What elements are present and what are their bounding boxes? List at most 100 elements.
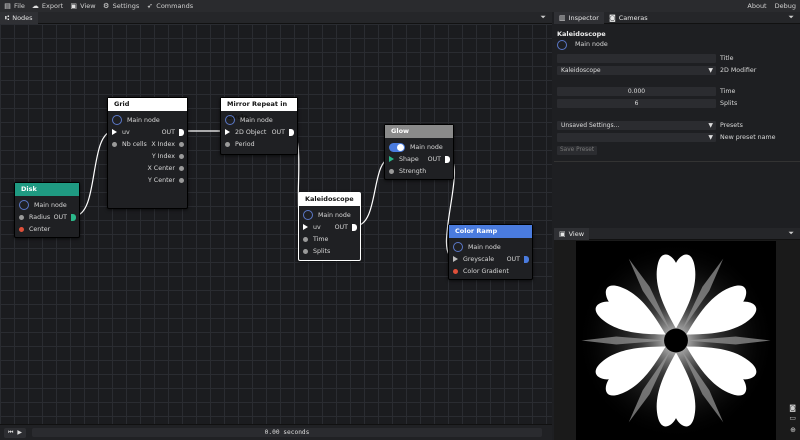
- timeline-scrubber[interactable]: 0.00 seconds: [32, 428, 543, 437]
- main-node-label: Main node: [575, 41, 608, 48]
- tab-inspector[interactable]: ▥Inspector: [554, 11, 604, 24]
- save-preset-button[interactable]: Save Preset: [557, 146, 598, 155]
- image-icon: ▣: [70, 1, 77, 10]
- input-port[interactable]: [389, 156, 394, 162]
- screenshot-camera-icon[interactable]: ◙: [789, 404, 796, 412]
- menu-settings[interactable]: ⚙Settings: [102, 1, 140, 10]
- input-port[interactable]: [225, 129, 230, 135]
- input-port[interactable]: [19, 214, 24, 220]
- view-panel: ◙ ▭ ⊕: [554, 240, 800, 440]
- input-port[interactable]: [225, 141, 230, 147]
- main-node-toggle[interactable]: [557, 40, 567, 50]
- output-port[interactable]: [179, 141, 184, 147]
- inspector-panel: Kaleidoscope Main node Title Kaleidoscop…: [554, 24, 800, 229]
- kaleidoscope-render: [576, 241, 776, 440]
- inspector-icon: ▥: [559, 13, 566, 22]
- input-port[interactable]: [112, 129, 117, 135]
- menu-commands[interactable]: ➶Commands: [146, 1, 194, 10]
- menu-debug[interactable]: Debug: [774, 2, 796, 10]
- menu-export[interactable]: ☁Export: [31, 1, 64, 10]
- time-input[interactable]: 0.000: [557, 87, 716, 96]
- tab-nodes[interactable]: ⑆Nodes: [0, 11, 38, 24]
- modifier-label: 2D Modifier: [720, 67, 757, 74]
- dropdown-icon: ▼: [708, 134, 713, 141]
- tab-cameras[interactable]: ◙Cameras: [608, 13, 648, 22]
- menu-right: About Debug: [739, 2, 796, 10]
- image-icon: ▣: [559, 229, 566, 238]
- export-icon: ☁: [31, 1, 39, 10]
- menu-view[interactable]: ▣View: [70, 1, 96, 10]
- collapse-menu-icon[interactable]: ⏷: [788, 229, 794, 237]
- presets-select[interactable]: Unsaved Settings...▼: [557, 121, 716, 130]
- play-icon[interactable]: ▶: [17, 429, 23, 436]
- inspector-pane-header: ▥Inspector ◙Cameras ⏷: [554, 11, 800, 24]
- dropdown-icon: ▼: [708, 67, 713, 74]
- output-port[interactable]: [289, 128, 294, 136]
- input-port[interactable]: [389, 168, 394, 174]
- output-port[interactable]: [179, 177, 184, 183]
- collapse-menu-icon[interactable]: ⏷: [540, 13, 546, 21]
- transport-controls: ⏮ ▶: [4, 427, 27, 438]
- splits-label: Splits: [720, 100, 738, 107]
- camera-icon: ◙: [608, 13, 616, 22]
- menu-file[interactable]: ▤File: [4, 1, 25, 10]
- presets-label: Presets: [720, 122, 743, 129]
- graph-pane-header: ⑆Nodes ⏷: [0, 11, 552, 24]
- fullscreen-icon[interactable]: ▭: [789, 414, 796, 422]
- input-port[interactable]: [453, 256, 458, 262]
- render-preview[interactable]: [576, 241, 776, 440]
- nodes-icon: ⑆: [5, 13, 10, 22]
- node-title: Mirror Repeat in Circle: [221, 98, 297, 121]
- main-node-toggle[interactable]: [453, 242, 463, 252]
- input-port[interactable]: [303, 248, 308, 254]
- node-mirror-repeat[interactable]: Mirror Repeat in Circle Main node 2D Obj…: [220, 97, 298, 155]
- input-port[interactable]: [19, 226, 24, 232]
- new-preset-input[interactable]: ▼: [557, 133, 716, 142]
- input-port[interactable]: [453, 268, 458, 274]
- output-port[interactable]: [71, 213, 76, 221]
- title-input[interactable]: [557, 54, 716, 63]
- gear-icon: ⚙: [102, 1, 110, 10]
- file-icon: ▤: [4, 1, 11, 10]
- wire-disk-grid: [73, 130, 115, 217]
- main-node-toggle[interactable]: [19, 200, 29, 210]
- main-node-toggle[interactable]: [225, 115, 235, 125]
- inspector-node-title: Kaleidoscope: [557, 30, 606, 38]
- node-title: Grid: [108, 98, 187, 111]
- splits-input[interactable]: 6: [557, 99, 716, 108]
- main-node-toggle[interactable]: [112, 115, 122, 125]
- node-title: Kaleidoscope: [299, 193, 360, 206]
- modifier-select[interactable]: Kaleidoscope▼: [557, 66, 716, 75]
- node-title: Disk: [15, 183, 79, 196]
- input-port[interactable]: [303, 236, 308, 242]
- time-label: Time: [720, 88, 736, 95]
- rocket-icon: ➶: [146, 1, 153, 10]
- input-port[interactable]: [303, 224, 308, 230]
- title-label: Title: [720, 55, 734, 62]
- output-port[interactable]: [179, 153, 184, 159]
- menu-about[interactable]: About: [747, 2, 767, 10]
- collapse-menu-icon[interactable]: ⏷: [788, 13, 794, 21]
- view-pane-header: ▣View ⏷: [554, 227, 800, 240]
- output-port[interactable]: [352, 223, 357, 231]
- menu-bar: ▤File ☁Export ▣View ⚙Settings ➶Commands …: [0, 0, 800, 12]
- timeline-bar: ⏮ ▶ 0.00 seconds: [0, 424, 552, 440]
- rewind-icon[interactable]: ⏮: [8, 428, 14, 436]
- output-port[interactable]: [179, 165, 184, 171]
- output-port[interactable]: [179, 128, 184, 136]
- output-port[interactable]: [445, 155, 450, 163]
- tab-view[interactable]: ▣View: [554, 227, 590, 240]
- input-port[interactable]: [112, 141, 117, 147]
- center-view-icon[interactable]: ⊕: [790, 426, 796, 434]
- divider: [554, 161, 800, 162]
- dropdown-icon: ▼: [708, 122, 713, 129]
- main-node-toggle[interactable]: [389, 142, 405, 152]
- output-port[interactable]: [524, 255, 529, 263]
- main-node-toggle[interactable]: [303, 210, 313, 220]
